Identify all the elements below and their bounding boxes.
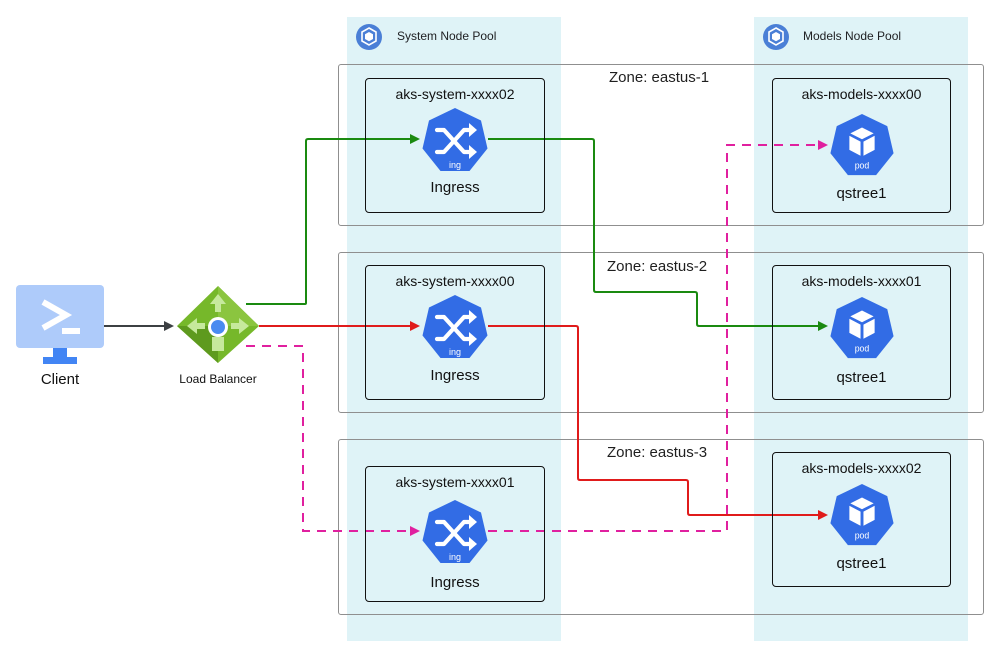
models-node-xxxx02[interactable]: aks-models-xxxx02 pod qstree1 <box>772 452 951 587</box>
models-node-xxxx00[interactable]: aks-models-xxxx00 pod qstree1 <box>772 78 951 213</box>
pod-badge: pod <box>855 343 870 353</box>
system-node-xxxx00[interactable]: aks-system-xxxx00 ing Ingress <box>365 265 545 400</box>
node-name: aks-models-xxxx02 <box>801 460 922 476</box>
ingress-badge: ing <box>449 160 461 170</box>
green-route-to-ingress <box>246 134 420 305</box>
node-label: Ingress <box>430 367 480 384</box>
models-node-xxxx01[interactable]: aks-models-xxxx01 pod qstree1 <box>772 265 951 400</box>
zone-eastus-1: Zone: eastus-1 <box>338 64 984 226</box>
ingress-badge: ing <box>449 552 461 562</box>
kubernetes-ingress-icon: ing <box>422 295 488 358</box>
zone-label: Zone: eastus-2 <box>607 258 708 275</box>
system-pool-title: System Node Pool <box>397 29 497 43</box>
node-label: Ingress <box>430 574 480 591</box>
node-name: aks-models-xxxx01 <box>801 273 922 289</box>
node-name: aks-system-xxxx01 <box>395 474 515 490</box>
kubernetes-ingress-icon: ing <box>422 500 488 563</box>
magenta-route-to-pod <box>488 140 828 532</box>
node-label: qstree1 <box>836 555 887 572</box>
zone-eastus-3: Zone: eastus-3 <box>338 439 984 615</box>
kubernetes-node-pool-icon <box>356 24 382 50</box>
node-label: qstree1 <box>836 369 887 386</box>
node-name: aks-system-xxxx00 <box>395 273 515 289</box>
kubernetes-pod-icon: pod <box>830 296 894 359</box>
node-label: Ingress <box>430 179 480 196</box>
client-terminal-icon[interactable] <box>16 285 104 367</box>
kubernetes-ingress-icon: ing <box>422 108 488 171</box>
system-node-xxxx02[interactable]: aks-system-xxxx02 ing Ingress <box>365 78 545 213</box>
node-name: aks-models-xxxx00 <box>801 86 922 102</box>
pod-badge: pod <box>855 530 870 540</box>
load-balancer-label: Load Balancer <box>179 372 257 386</box>
zone-label: Zone: eastus-1 <box>609 69 710 86</box>
zone-eastus-2: Zone: eastus-2 <box>338 252 984 413</box>
green-route-to-pod <box>488 138 828 331</box>
load-balancer-icon[interactable] <box>176 285 260 363</box>
node-label: qstree1 <box>836 185 887 202</box>
kubernetes-pod-icon: pod <box>830 483 894 546</box>
magenta-route-to-ingress <box>246 345 420 536</box>
zone-label: Zone: eastus-3 <box>607 444 708 461</box>
kubernetes-node-pool-icon <box>763 24 789 50</box>
pod-badge: pod <box>855 160 870 170</box>
system-node-xxxx01[interactable]: aks-system-xxxx01 ing Ingress <box>365 466 545 602</box>
client-label: Client <box>40 371 80 388</box>
red-route-to-pod <box>488 325 828 520</box>
models-pool-title: Models Node Pool <box>803 29 902 43</box>
node-name: aks-system-xxxx02 <box>395 86 515 102</box>
kubernetes-pod-icon: pod <box>830 113 894 176</box>
ingress-badge: ing <box>449 347 461 357</box>
